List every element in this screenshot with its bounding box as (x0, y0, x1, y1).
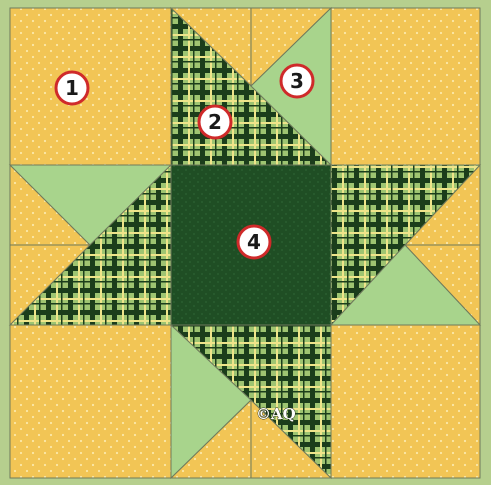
corner-square-bottom-left (10, 325, 171, 478)
piece-badge-1: 1 (56, 72, 88, 104)
piece-badge-2: 2 (199, 106, 231, 138)
corner-square-top-left (10, 8, 171, 165)
badge-number-3: 3 (290, 69, 304, 93)
corner-square-top-right (331, 8, 480, 165)
badge-number-4: 4 (247, 230, 261, 254)
piece-badge-3: 3 (281, 65, 313, 97)
corner-square-bottom-right (331, 325, 480, 478)
piece-badge-4: 4 (238, 226, 270, 258)
badge-number-1: 1 (65, 76, 79, 100)
copyright-mark: ©AQ (256, 405, 296, 423)
badge-number-2: 2 (208, 110, 222, 134)
